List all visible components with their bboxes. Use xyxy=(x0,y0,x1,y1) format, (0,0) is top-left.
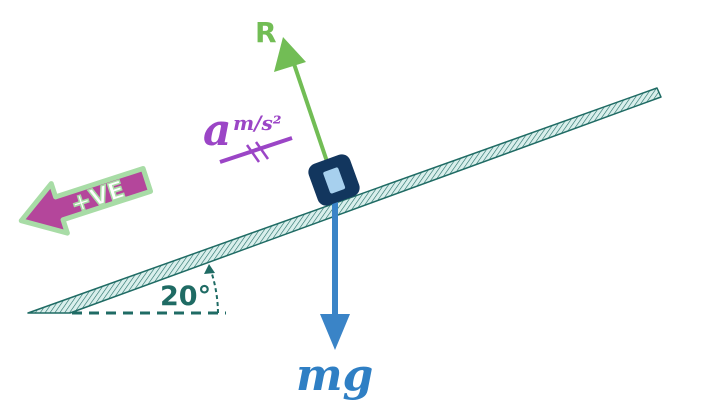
acceleration-symbol: a xyxy=(203,105,232,156)
acceleration-direction-line xyxy=(219,136,293,164)
inclined-plane xyxy=(27,87,662,314)
block-inner xyxy=(323,167,346,194)
acceleration-units: m/s² xyxy=(233,111,282,135)
weight-force-arrowhead xyxy=(320,314,350,350)
direction-label: +VE xyxy=(67,175,128,219)
angle-arc xyxy=(209,267,219,314)
reaction-force-label: R xyxy=(255,16,277,49)
reaction-force-arrowhead xyxy=(274,37,306,72)
weight-force-label: mg xyxy=(296,350,373,400)
positive-direction-arrow: +VE xyxy=(18,166,154,236)
acceleration-tick-1 xyxy=(245,144,261,163)
direction-arrow-shape xyxy=(18,166,154,236)
acceleration-tick-2 xyxy=(254,141,270,160)
angle-arc-arrowhead xyxy=(204,264,215,274)
block xyxy=(308,154,360,206)
angle-label: 20° xyxy=(160,281,211,312)
